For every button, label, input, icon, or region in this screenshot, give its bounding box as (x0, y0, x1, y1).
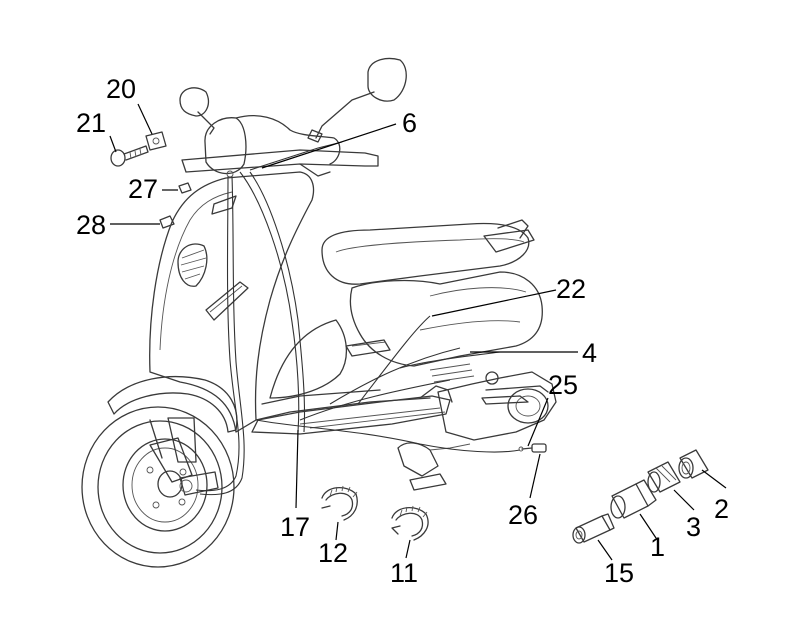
callout-17: 17 (280, 512, 310, 542)
callout-22: 22 (556, 274, 586, 304)
seat (321, 222, 530, 285)
callout-4: 4 (582, 338, 597, 368)
callout-6: 6 (402, 108, 417, 138)
part-28-nut (159, 215, 175, 229)
front-shield (149, 171, 315, 433)
handlebar (179, 57, 407, 177)
callout-11: 11 (390, 558, 418, 588)
leader-lines (109, 103, 727, 561)
callout-labels: 20 21 6 27 28 22 4 25 2 26 3 17 12 1 11 … (76, 74, 729, 588)
part-1-sleeve (610, 479, 657, 519)
part-3-nut (647, 461, 681, 493)
part-20-clip (145, 131, 167, 151)
part-11-ring (391, 505, 429, 541)
callout-26: 26 (508, 500, 538, 530)
floorboard (251, 395, 451, 435)
callout-12: 12 (318, 538, 348, 568)
callout-2: 2 (714, 494, 729, 524)
callout-21: 21 (76, 108, 106, 138)
part-15-connector (572, 513, 615, 544)
callout-28: 28 (76, 210, 106, 240)
callout-20: 20 (106, 74, 136, 104)
part-27-nut (178, 182, 192, 194)
part-21-screw (110, 145, 149, 167)
callout-25: 25 (548, 370, 578, 400)
part-2-cap (678, 449, 709, 479)
engine (437, 371, 557, 441)
part-12-ring (321, 485, 358, 521)
callout-27: 27 (128, 174, 158, 204)
front-wheel (81, 406, 235, 568)
part-26-bolt (518, 443, 547, 453)
loose-parts (110, 131, 709, 544)
callout-3: 3 (686, 512, 701, 542)
scooter-illustration (81, 57, 557, 568)
callout-1: 1 (650, 532, 665, 562)
front-mudguard (107, 376, 238, 433)
rear-body (349, 271, 543, 367)
callout-15: 15 (604, 558, 634, 588)
